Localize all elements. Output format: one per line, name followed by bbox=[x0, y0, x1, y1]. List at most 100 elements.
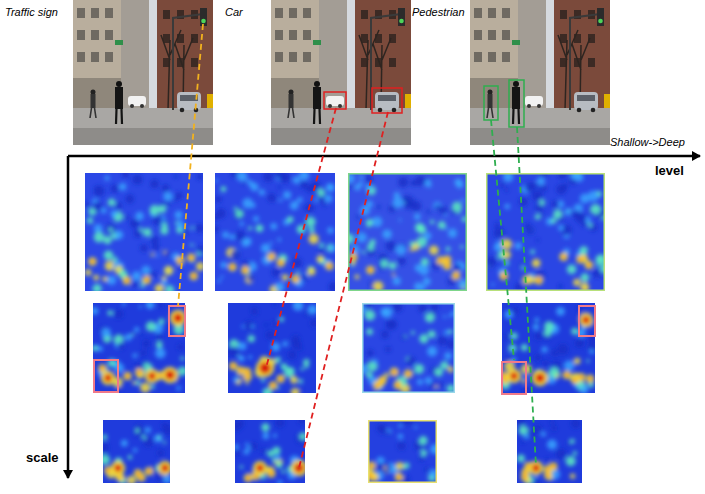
heat-blob bbox=[395, 244, 406, 255]
heat-blob bbox=[398, 424, 402, 428]
heat-blob bbox=[279, 173, 290, 183]
heat-blob bbox=[525, 223, 531, 229]
heat-blob bbox=[272, 321, 277, 326]
heat-blob bbox=[272, 268, 281, 277]
heat-blob bbox=[366, 329, 373, 336]
heat-blob bbox=[419, 456, 425, 462]
heat-blob bbox=[150, 205, 160, 215]
heat-blob bbox=[159, 374, 163, 378]
heat-blob bbox=[530, 273, 535, 278]
heat-blob bbox=[423, 278, 431, 286]
heat-blob bbox=[521, 344, 528, 351]
heat-blob bbox=[152, 272, 157, 277]
heat-blob bbox=[273, 434, 277, 438]
heat-blob bbox=[98, 364, 106, 372]
heat-blob bbox=[282, 341, 288, 347]
heat-blob bbox=[145, 427, 151, 433]
heat-blob bbox=[367, 349, 374, 356]
heat-blob bbox=[135, 212, 144, 221]
scale-axis bbox=[67, 156, 70, 478]
heat-blob bbox=[430, 220, 434, 224]
heat-blob bbox=[93, 345, 99, 351]
heat-blob bbox=[399, 218, 402, 221]
heat-blob bbox=[377, 205, 381, 209]
heat-blob bbox=[284, 173, 290, 179]
heat-blob bbox=[427, 210, 431, 214]
heat-blob bbox=[562, 255, 566, 259]
heat-blob bbox=[576, 339, 584, 347]
heat-blob bbox=[438, 336, 448, 346]
heat-blob bbox=[544, 329, 552, 337]
heat-blob bbox=[162, 367, 178, 383]
heat-blob bbox=[372, 217, 383, 228]
heat-blob bbox=[125, 334, 132, 341]
heat-blob bbox=[573, 451, 577, 455]
heat-blob bbox=[146, 303, 155, 309]
heat-blob bbox=[415, 176, 425, 186]
heat-blob bbox=[241, 266, 249, 274]
heat-blob bbox=[164, 266, 173, 275]
heat-blob bbox=[535, 373, 545, 383]
heat-blob bbox=[248, 355, 252, 359]
heat-blob bbox=[324, 195, 332, 203]
heat-blob bbox=[329, 245, 335, 252]
heat-blob bbox=[419, 265, 429, 275]
heat-blob bbox=[235, 209, 244, 218]
heat-blob bbox=[411, 331, 415, 335]
heat-blob bbox=[270, 472, 274, 476]
heat-blob bbox=[536, 184, 540, 188]
heat-blob bbox=[410, 241, 415, 246]
heat-blob bbox=[385, 347, 391, 353]
heat-blob bbox=[228, 346, 238, 357]
heat-blob bbox=[130, 219, 140, 229]
heat-blob bbox=[559, 217, 564, 222]
heat-blob bbox=[111, 185, 119, 193]
heat-blob bbox=[288, 351, 297, 360]
heat-blob bbox=[445, 264, 449, 268]
heat-blob bbox=[247, 275, 254, 282]
heat-blob bbox=[545, 458, 549, 462]
heat-blob bbox=[569, 212, 572, 215]
heat-blob bbox=[94, 224, 103, 233]
heat-blob bbox=[401, 335, 405, 339]
heat-blob bbox=[93, 275, 99, 281]
heat-blob bbox=[435, 385, 438, 388]
heat-blob bbox=[256, 225, 264, 233]
heat-blob bbox=[235, 420, 244, 428]
heat-blob bbox=[134, 469, 142, 477]
heat-blob bbox=[328, 264, 332, 268]
heat-blob bbox=[393, 277, 401, 285]
heat-blob bbox=[250, 203, 255, 208]
heat-blob bbox=[139, 305, 142, 308]
heat-blob bbox=[107, 469, 111, 473]
heat-blob bbox=[283, 191, 291, 199]
heat-blob bbox=[383, 466, 386, 469]
heat-blob bbox=[532, 370, 548, 386]
heat-blob bbox=[563, 183, 568, 188]
heat-blob bbox=[370, 464, 374, 468]
heat-blob bbox=[143, 228, 152, 237]
heat-blob bbox=[454, 274, 458, 278]
heat-blob bbox=[175, 211, 183, 219]
heat-blob bbox=[392, 370, 396, 374]
car-box bbox=[324, 92, 346, 109]
heat-blob bbox=[307, 267, 315, 275]
heat-blob bbox=[145, 369, 159, 383]
heat-blob bbox=[419, 334, 428, 343]
heat-blob bbox=[580, 246, 588, 254]
heat-blob bbox=[382, 229, 392, 239]
heat-blob bbox=[581, 273, 590, 282]
heat-blob bbox=[140, 244, 148, 252]
heat-blob bbox=[365, 310, 376, 321]
heat-blob bbox=[439, 259, 443, 263]
heat-blob bbox=[114, 363, 124, 373]
heat-blob bbox=[317, 189, 325, 197]
heat-blob bbox=[544, 471, 552, 479]
heat-blob bbox=[552, 200, 559, 207]
heat-blob bbox=[438, 382, 444, 388]
heat-blob bbox=[178, 259, 182, 263]
heat-blob bbox=[107, 276, 116, 285]
heat-blob bbox=[235, 444, 239, 449]
heat-blob bbox=[398, 434, 403, 439]
heat-blob bbox=[397, 442, 405, 450]
